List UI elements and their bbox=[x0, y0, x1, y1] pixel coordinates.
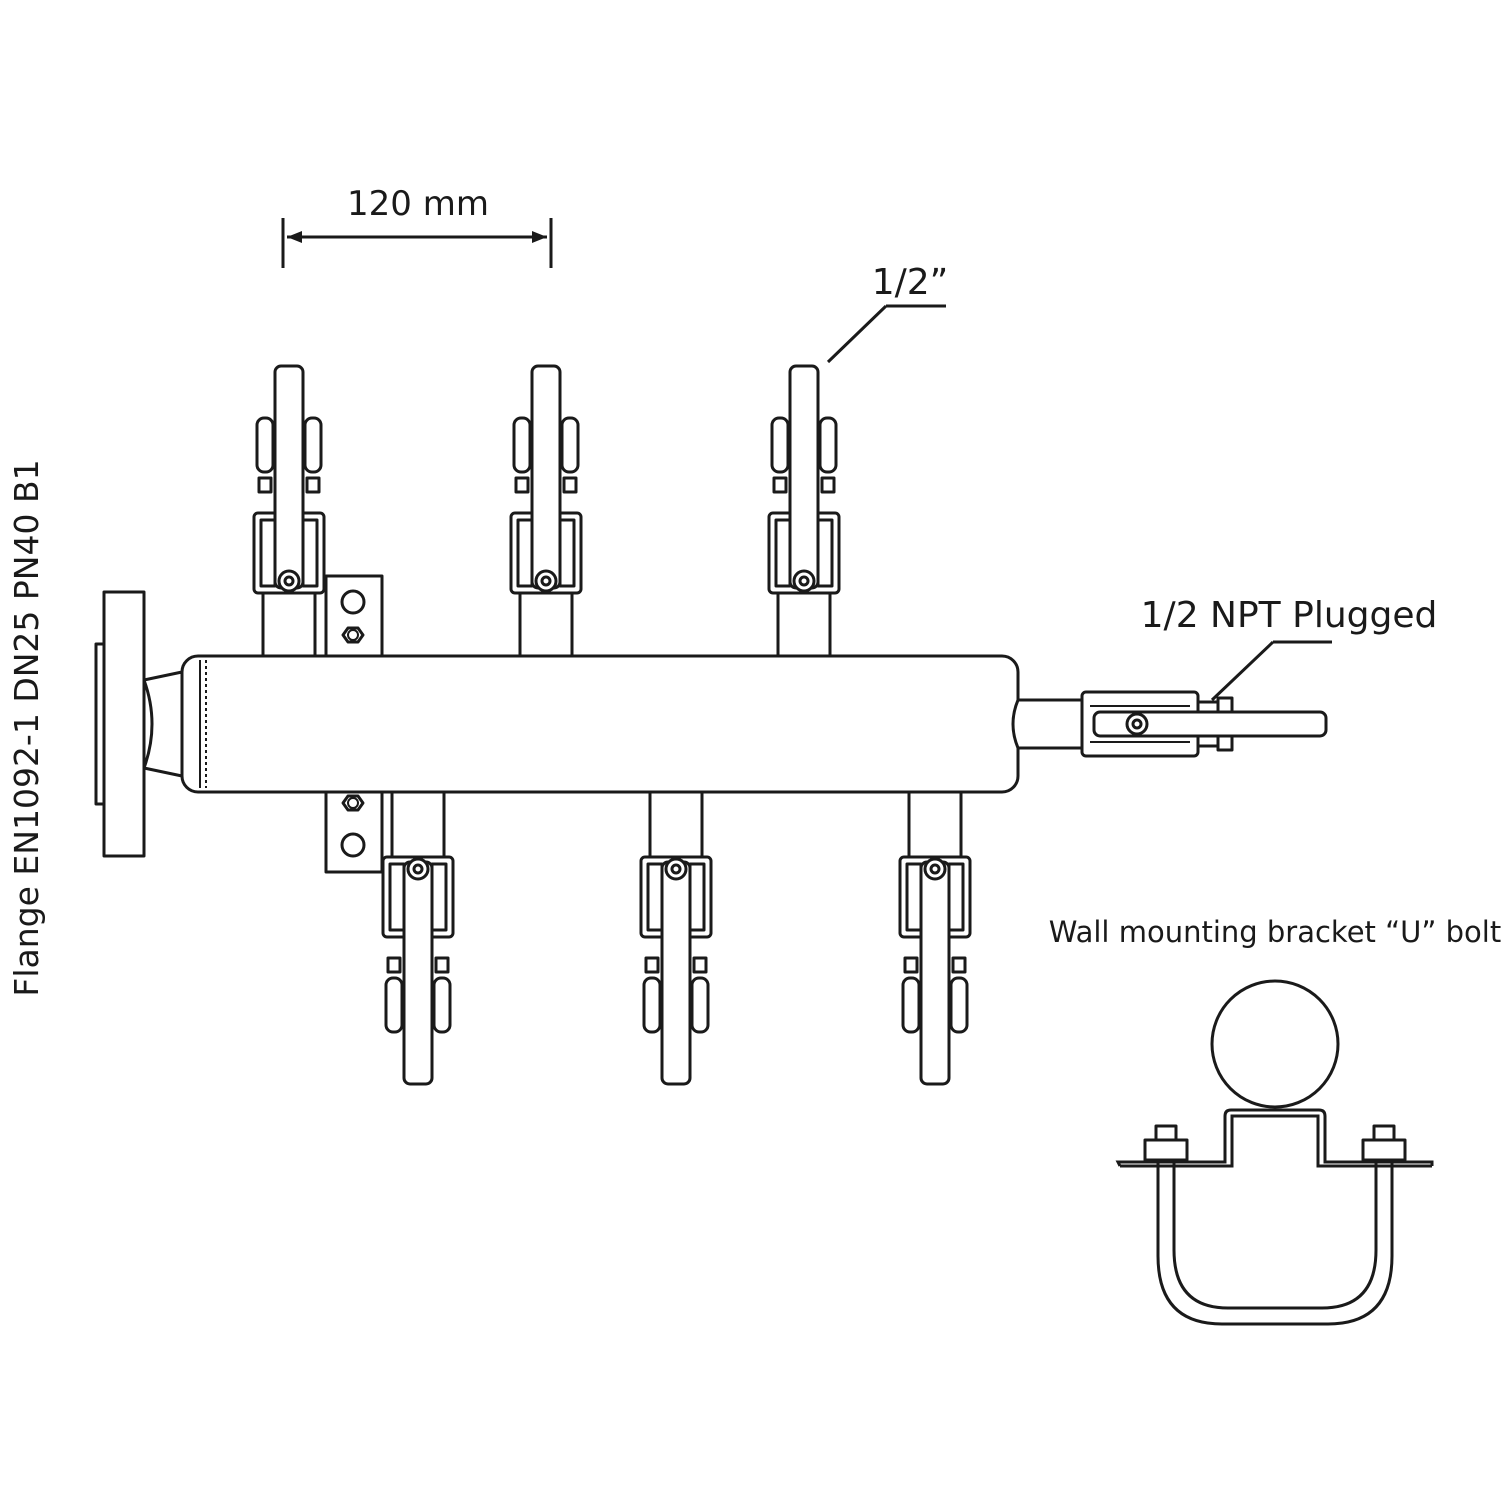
manifold-body bbox=[180, 654, 1020, 794]
bottom-outlet-valve-1 bbox=[381, 790, 455, 1086]
mounting-bracket-top bbox=[324, 574, 384, 658]
mounting-bracket-bottom bbox=[324, 790, 384, 874]
flange-label: Flange EN1092-1 DN25 PN40 B1 bbox=[7, 459, 46, 996]
outlet-size-leader bbox=[826, 304, 946, 364]
bottom-outlet-valve-3 bbox=[898, 790, 972, 1086]
bottom-outlet-valve-2 bbox=[639, 790, 713, 1086]
end-plug-label: 1/2 NPT Plugged bbox=[1141, 595, 1438, 636]
top-outlet-valve-2 bbox=[509, 364, 583, 660]
spacing-dimension bbox=[281, 218, 553, 268]
inlet-flange bbox=[94, 590, 184, 858]
end-plug-valve bbox=[1011, 690, 1328, 758]
end-plug-leader bbox=[1210, 640, 1332, 702]
top-outlet-valve-3 bbox=[767, 364, 841, 660]
u-bolt-detail bbox=[1115, 979, 1434, 1326]
spacing-label: 120 mm bbox=[347, 184, 489, 224]
bracket-label: Wall mounting bracket “U” bolt bbox=[1049, 915, 1501, 949]
top-outlet-valve-1 bbox=[252, 364, 326, 660]
outlet-size-label: 1/2” bbox=[872, 262, 949, 303]
